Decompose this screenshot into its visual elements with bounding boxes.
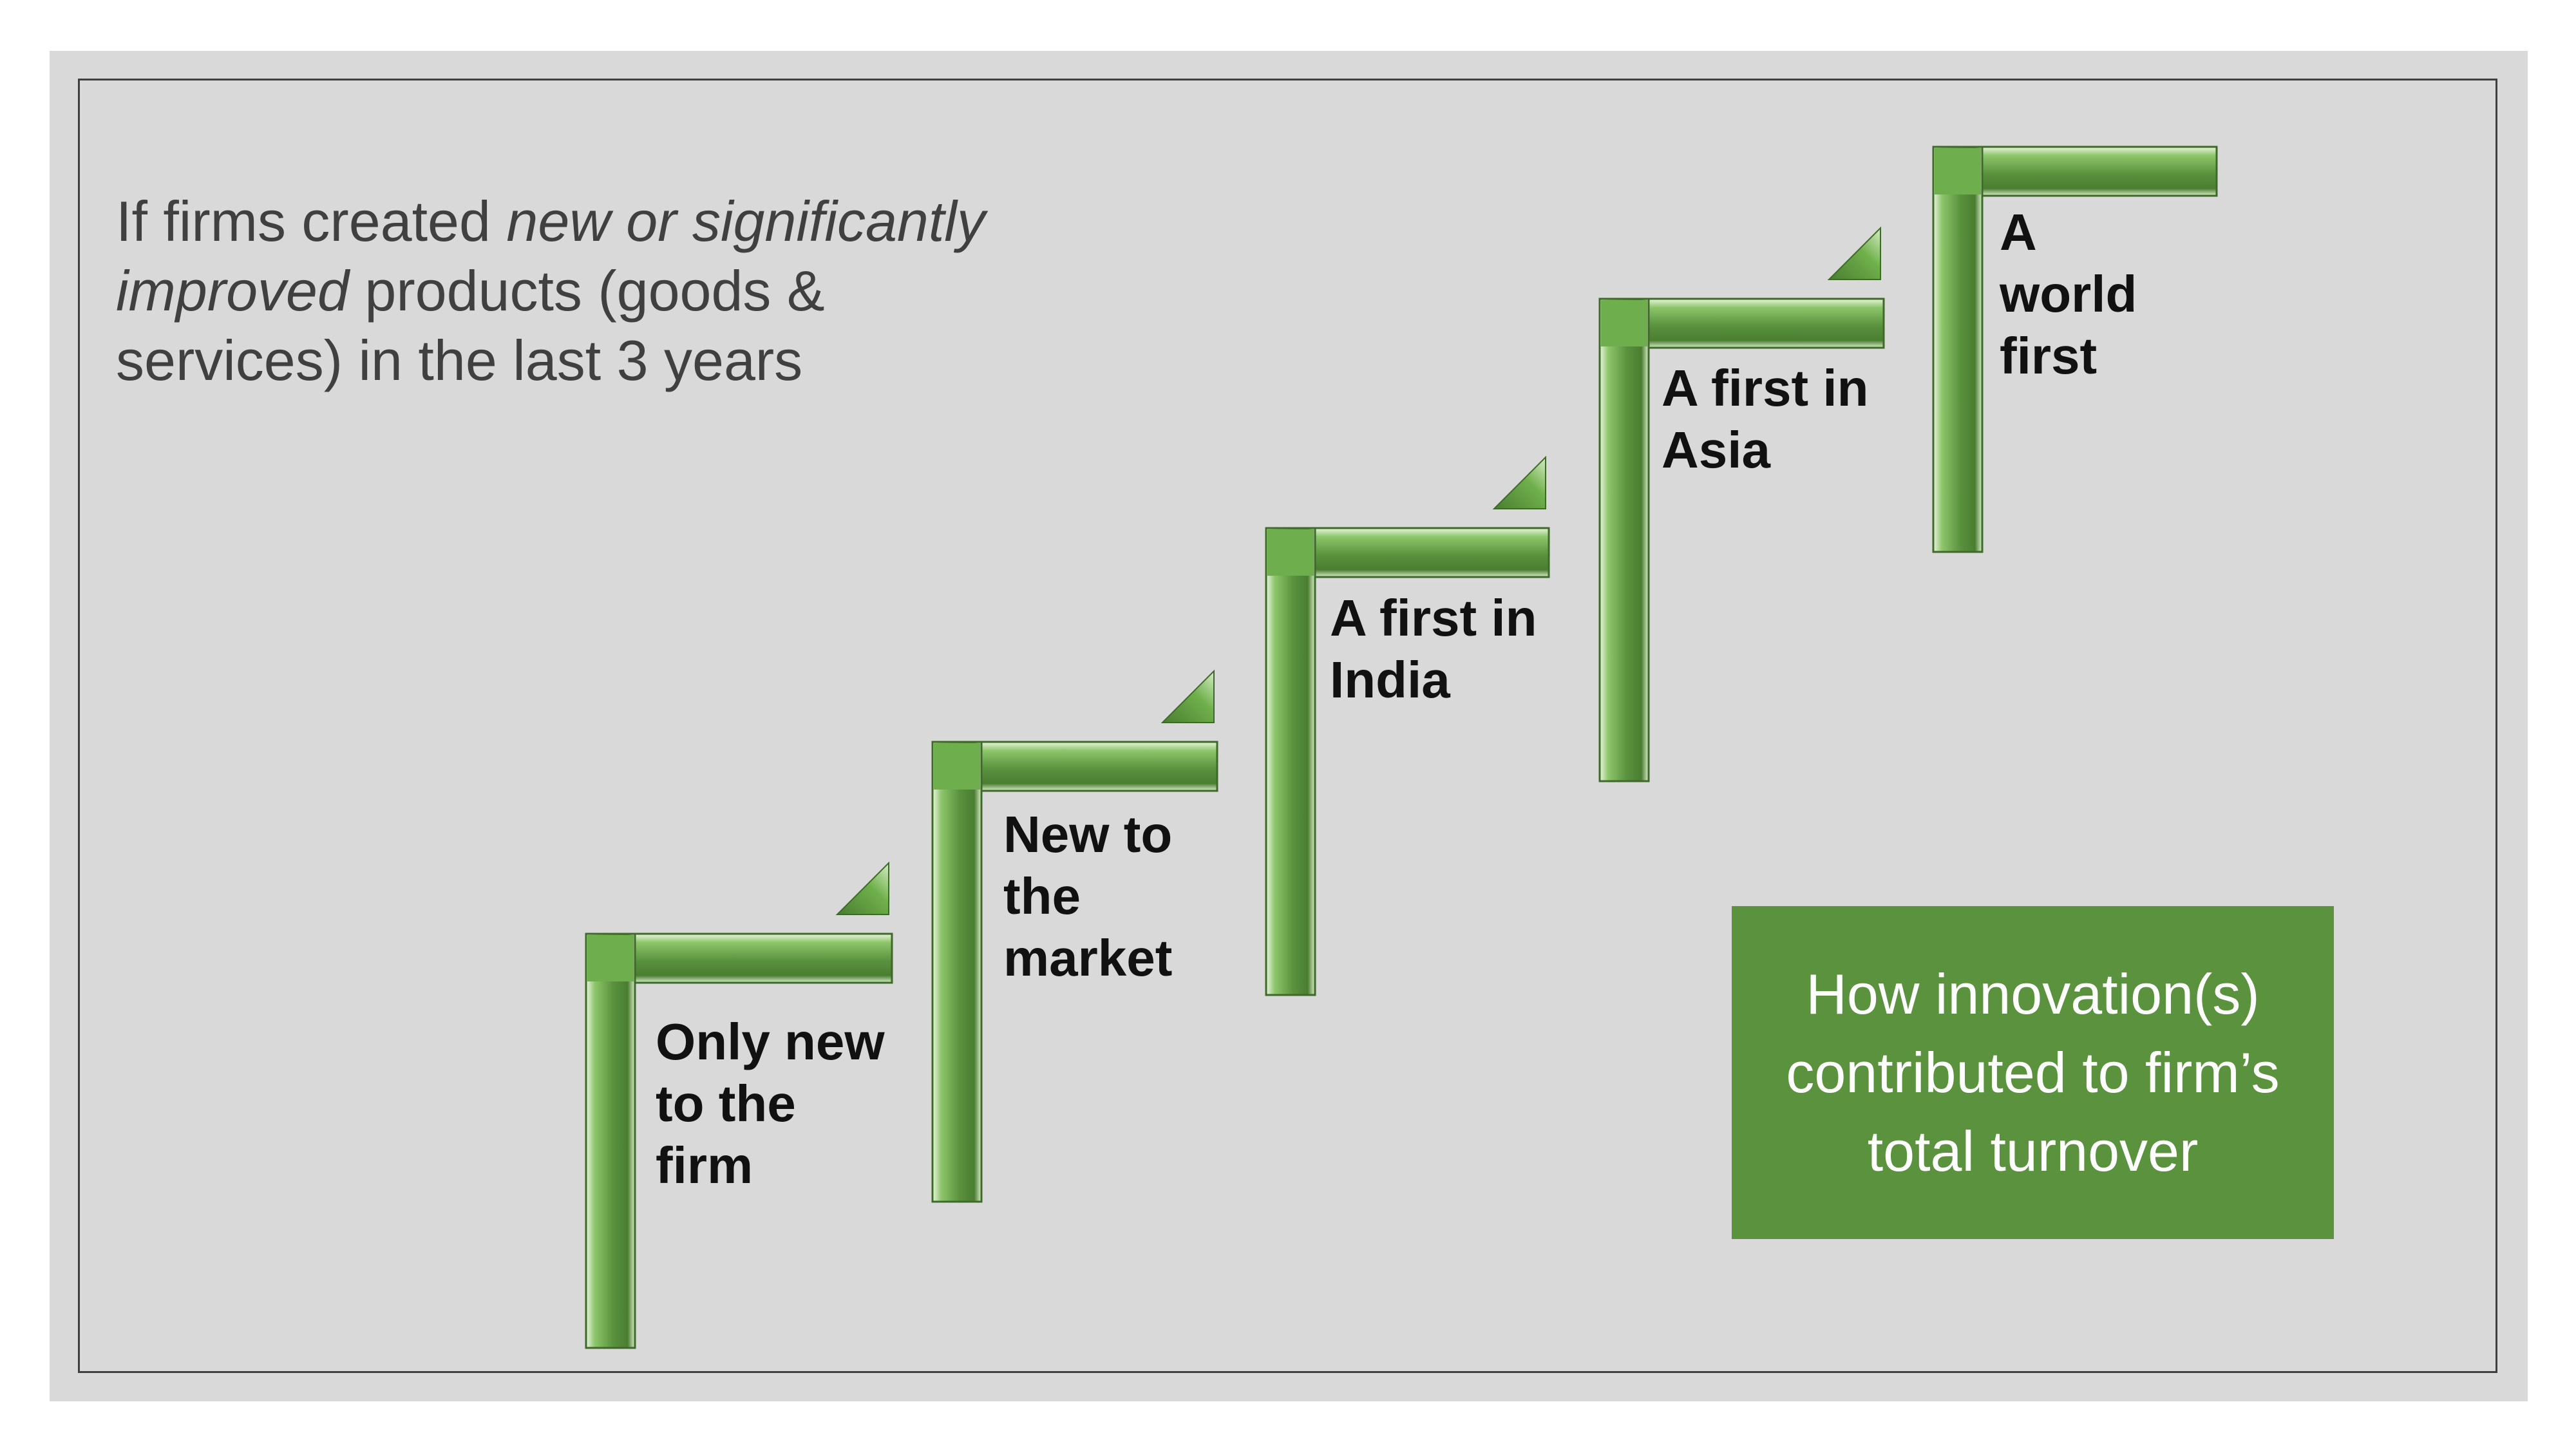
step-label-3: A first in India	[1330, 589, 1537, 708]
step-label-2: New to the market	[1003, 806, 1173, 987]
step-4-arrow-marker	[1827, 226, 1881, 280]
step-5-riser	[1932, 146, 1984, 553]
step-1-arrow-marker	[835, 861, 889, 915]
step-label-5: A world first	[2000, 204, 2137, 384]
step-1-riser	[585, 933, 636, 1349]
turnover-contribution-text: How innovation(s) contributed to firm’s …	[1786, 961, 2280, 1183]
intro-text: If firms created new or significantly im…	[116, 187, 1018, 395]
step-4-riser	[1598, 298, 1650, 782]
step-3-corner	[1267, 529, 1314, 576]
step-3-arrow-marker	[1492, 455, 1546, 509]
step-2-arrow-marker	[1160, 669, 1215, 723]
intro-text-part3: products (goods & services) in the last …	[116, 259, 825, 392]
intro-text-part1: If firms created	[116, 189, 507, 253]
slide-frame	[78, 79, 2497, 1373]
intro-text-italic: new or significantly improved	[116, 189, 985, 323]
step-2-corner	[934, 743, 980, 790]
step-label-1: Only new to the firm	[656, 1013, 885, 1194]
step-label-4: A first in Asia	[1662, 359, 1869, 478]
step-3-riser	[1265, 527, 1316, 996]
step-2-riser	[931, 741, 983, 1203]
turnover-contribution-box: How innovation(s) contributed to firm’s …	[1732, 906, 2334, 1239]
step-5-corner	[1935, 148, 1981, 194]
step-1-tread	[585, 933, 893, 984]
step-1-corner	[587, 935, 634, 981]
step-4-corner	[1601, 300, 1647, 346]
